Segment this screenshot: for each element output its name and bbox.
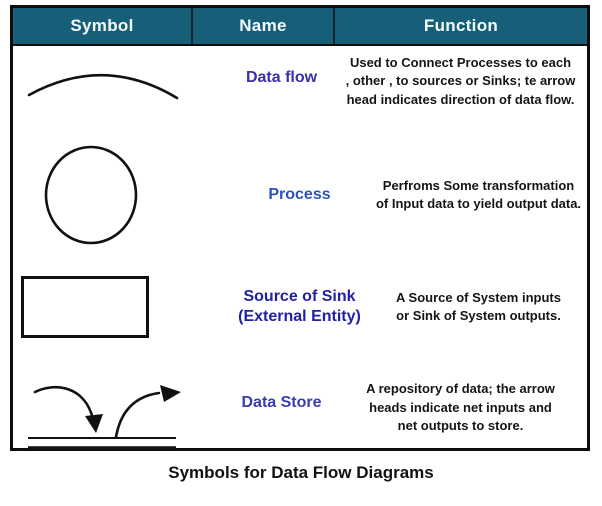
function-text-line: Used to Connect Processes to each xyxy=(349,55,572,70)
row-name-label: Data Store xyxy=(241,394,322,411)
function-text-line: , other , to sources or Sinks; te arrow xyxy=(345,73,576,89)
function-cell: A repository of data; the arrow heads in… xyxy=(334,360,587,456)
symbol-cell xyxy=(13,360,193,456)
data-store-lines-arrows-icon xyxy=(28,385,181,450)
function-cell: Used to Connect Processes to each , othe… xyxy=(334,46,587,136)
external-entity-rectangle-icon xyxy=(21,276,149,338)
row-name-label: Process xyxy=(268,186,331,203)
name-cell: Source of Sink (External Entity) xyxy=(193,254,370,360)
function-cell: A Source of System inputs or Sink of Sys… xyxy=(370,254,587,360)
function-text-line: A Source of System inputs xyxy=(396,289,561,305)
process-circle-icon xyxy=(44,145,138,245)
function-text-line: head indicates direction of data flow. xyxy=(346,91,575,107)
name-cell: Data Store xyxy=(193,360,334,456)
function-text-line: Perfroms Some transformation xyxy=(382,177,575,193)
function-text-line: A repository of data; the arrow xyxy=(366,381,555,397)
row-name-label: (External Entity) xyxy=(238,308,361,325)
data-flow-arc-icon xyxy=(27,73,179,100)
table-header-row: Symbol Name Function xyxy=(13,8,587,46)
symbol-cell xyxy=(13,136,193,254)
symbol-cell xyxy=(13,46,193,136)
table-row-process: Process Perfroms Some transformation of … xyxy=(13,136,587,254)
row-name-label: Source of Sink xyxy=(243,288,356,305)
column-header-function: Function xyxy=(333,8,587,44)
function-text-line: net outputs to store. xyxy=(397,418,524,434)
column-header-symbol: Symbol xyxy=(13,8,191,44)
symbol-cell xyxy=(13,254,193,360)
function-cell: Perfroms Some transformation of Input da… xyxy=(370,136,587,254)
table-row-data-store: Data Store A repository of data; the arr… xyxy=(13,360,587,456)
function-text-line: or Sink of System outputs. xyxy=(396,308,561,323)
dfd-symbols-table: Symbol Name Function Data flow Used to C… xyxy=(10,5,590,451)
figure-caption: Symbols for Data Flow Diagrams xyxy=(168,463,434,482)
name-cell: Process xyxy=(193,136,370,254)
function-text-line: heads indicate net inputs and xyxy=(369,399,552,415)
row-name-label: Data flow xyxy=(245,69,318,86)
table-row-data-flow: Data flow Used to Connect Processes to e… xyxy=(13,46,587,136)
column-header-name: Name xyxy=(191,8,333,44)
function-text-line: of Input data to yield output data. xyxy=(375,196,582,211)
table-row-external-entity: Source of Sink (External Entity) A Sourc… xyxy=(13,254,587,360)
name-cell: Data flow xyxy=(193,46,334,136)
